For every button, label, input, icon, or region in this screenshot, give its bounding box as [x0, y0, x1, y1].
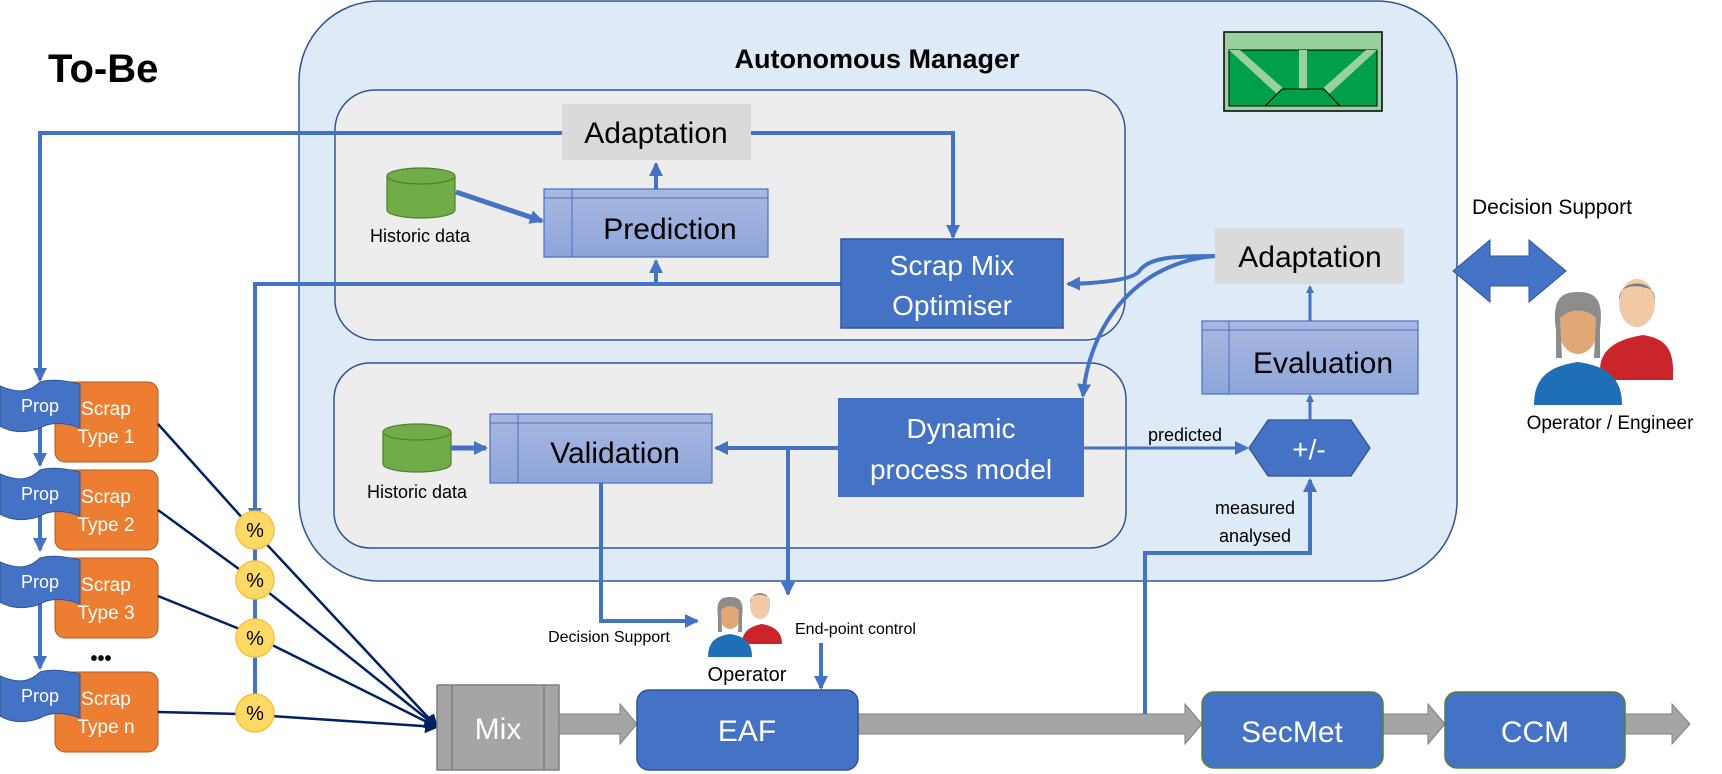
adaptation-to-optimiser-curve [1066, 254, 1216, 291]
percent-node[interactable]: % [235, 510, 275, 550]
prop-label: Prop [21, 484, 59, 504]
validation-label: Validation [550, 437, 680, 470]
prop-label: Prop [21, 686, 59, 706]
secmet-box[interactable] [1201, 691, 1384, 769]
dynamic-process-model-box[interactable] [838, 398, 1084, 497]
operator-people-icon [708, 593, 782, 657]
operator-label: Operator [708, 664, 787, 686]
adaptation-to-dpm-curve [1077, 254, 1216, 398]
dpm-label-line2: process model [870, 454, 1052, 485]
scrap-type-label-line2: Type 3 [77, 603, 134, 624]
eaf-label: EAF [718, 715, 776, 748]
people-icon [1534, 279, 1673, 405]
optimiser-label-line2: Optimiser [892, 290, 1012, 321]
optimiser-to-percent-line [248, 282, 841, 522]
percent-node[interactable]: % [235, 560, 275, 600]
percent-node[interactable]: % [235, 618, 275, 658]
adaptation-to-prop-line [33, 131, 562, 382]
right-adaptation-box[interactable] [1215, 228, 1404, 284]
mix-box[interactable] [436, 684, 560, 771]
percent-label: % [246, 703, 264, 725]
scrap-mix-optimiser-box[interactable] [840, 238, 1064, 329]
comparator-label: +/- [1292, 434, 1325, 465]
scrap-type-label-line1: Scrap [81, 689, 131, 710]
autonomous-manager-title: Autonomous Manager [734, 44, 1019, 74]
scrap-type-label-line2: Type 1 [77, 427, 134, 448]
evaluation-box[interactable] [1201, 320, 1419, 395]
prop-label: Prop [21, 396, 59, 416]
historic-to-prediction-arrow [455, 189, 544, 224]
predicted-label: predicted [1148, 425, 1222, 445]
prop-flag-icon[interactable] [0, 669, 81, 723]
percent-label: % [246, 628, 264, 650]
eaf-box[interactable] [636, 689, 859, 771]
scrap-type-label-line1: Scrap [81, 575, 131, 596]
percent-circle[interactable] [235, 618, 275, 658]
secmet-label: SecMet [1241, 716, 1343, 749]
scrap-ellipsis: ••• [90, 648, 111, 670]
percent-label: % [246, 520, 264, 542]
right-adaptation-label: Adaptation [1238, 241, 1381, 274]
scrap-type-label-line1: Scrap [81, 399, 131, 420]
percent-circle[interactable] [235, 560, 275, 600]
validation-to-operator-arrow [599, 483, 699, 628]
ccm-box[interactable] [1444, 691, 1626, 769]
historic-data-label: Historic data [367, 482, 468, 502]
adaptation-to-optimiser-line [751, 131, 960, 239]
prop-flag-icon[interactable] [0, 379, 81, 433]
prop-flag-icon[interactable] [0, 467, 81, 521]
eaf-to-secmet-arrow [857, 702, 1203, 746]
optimiser-label-line1: Scrap Mix [890, 250, 1014, 281]
furnace-logo-icon [1223, 31, 1383, 112]
mix-to-eaf-arrow [558, 702, 638, 746]
prop-flag-icon[interactable] [0, 555, 81, 609]
measured-label: measured [1215, 498, 1295, 518]
evaluation-label: Evaluation [1253, 347, 1393, 380]
adaptation-label: Adaptation [584, 117, 727, 150]
mix-label: Mix [475, 713, 522, 746]
adaptation-box[interactable] [562, 104, 751, 160]
analysed-label: analysed [1219, 526, 1291, 546]
dpm-label-line1: Dynamic [907, 413, 1016, 444]
prediction-label: Prediction [603, 213, 736, 246]
scrap-type-label-line1: Scrap [81, 487, 131, 508]
scrap-type-label-line2: Type n [77, 717, 134, 738]
page-title: To-Be [48, 47, 158, 91]
prop-label: Prop [21, 572, 59, 592]
database-icon [386, 167, 456, 219]
decision-support-label: Decision Support [1472, 196, 1632, 219]
historic-data-label: Historic data [370, 226, 471, 246]
percent-label: % [246, 570, 264, 592]
percent-circle[interactable] [235, 693, 275, 733]
ccm-output-arrow [1624, 702, 1691, 746]
validation-box[interactable] [489, 413, 713, 484]
measured-arrow [1143, 478, 1317, 714]
percent-circle[interactable] [235, 510, 275, 550]
ccm-label: CCM [1501, 716, 1569, 749]
secmet-to-ccm-arrow [1382, 702, 1446, 746]
decision-support-double-arrow-icon [1452, 238, 1567, 304]
percent-node[interactable]: % [235, 693, 275, 733]
prediction-box[interactable] [543, 188, 769, 258]
scrap-type-label-line2: Type 2 [77, 515, 134, 536]
operator-engineer-label: Operator / Engineer [1527, 413, 1695, 434]
database-icon [382, 423, 452, 473]
end-point-control-label: End-point control [795, 621, 916, 638]
comparator-hexagon[interactable] [1248, 419, 1371, 477]
operator-decision-support-label: Decision Support [548, 629, 670, 646]
